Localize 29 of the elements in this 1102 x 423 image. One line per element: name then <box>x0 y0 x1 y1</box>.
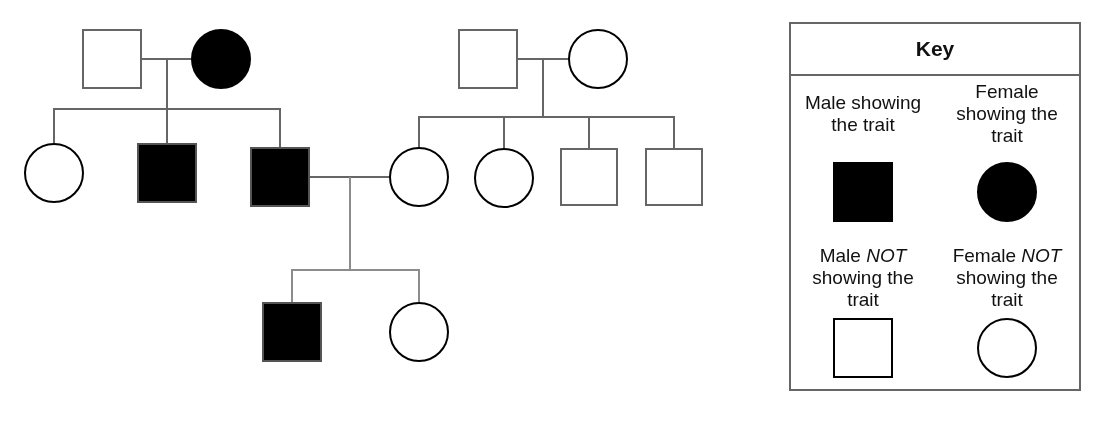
pedigree-line <box>166 58 192 60</box>
pedigree-line <box>166 58 168 110</box>
pedigree-line <box>166 108 168 144</box>
legend-label: Male NOT showing the trait <box>811 245 915 311</box>
pedigree-line <box>503 116 544 118</box>
legend-label: Female NOT showing the trait <box>951 245 1064 311</box>
legend-label: Male showing the trait <box>803 92 923 136</box>
pedigree-line <box>588 116 590 149</box>
pedigree-line <box>141 58 168 60</box>
pedigree-line <box>349 269 420 303</box>
pedigree-line <box>503 116 505 149</box>
pedigree-line <box>588 116 675 149</box>
pedigree-line <box>53 108 168 144</box>
legend-label: Female showing the trait <box>955 81 1059 147</box>
filled-square <box>262 302 322 362</box>
empty-square <box>645 148 703 206</box>
legend-title: Key <box>915 37 955 61</box>
empty-square <box>560 148 618 206</box>
filled-square <box>137 143 197 203</box>
empty-square <box>82 29 142 89</box>
filled-square <box>250 147 310 207</box>
pedigree-line <box>309 176 351 178</box>
pedigree-line <box>542 58 569 60</box>
pedigree-line <box>517 58 544 60</box>
pedigree-line <box>418 116 505 148</box>
pedigree-line <box>166 108 281 148</box>
pedigree-line <box>542 116 590 118</box>
empty-square <box>458 29 518 89</box>
pedigree-line <box>542 58 544 118</box>
